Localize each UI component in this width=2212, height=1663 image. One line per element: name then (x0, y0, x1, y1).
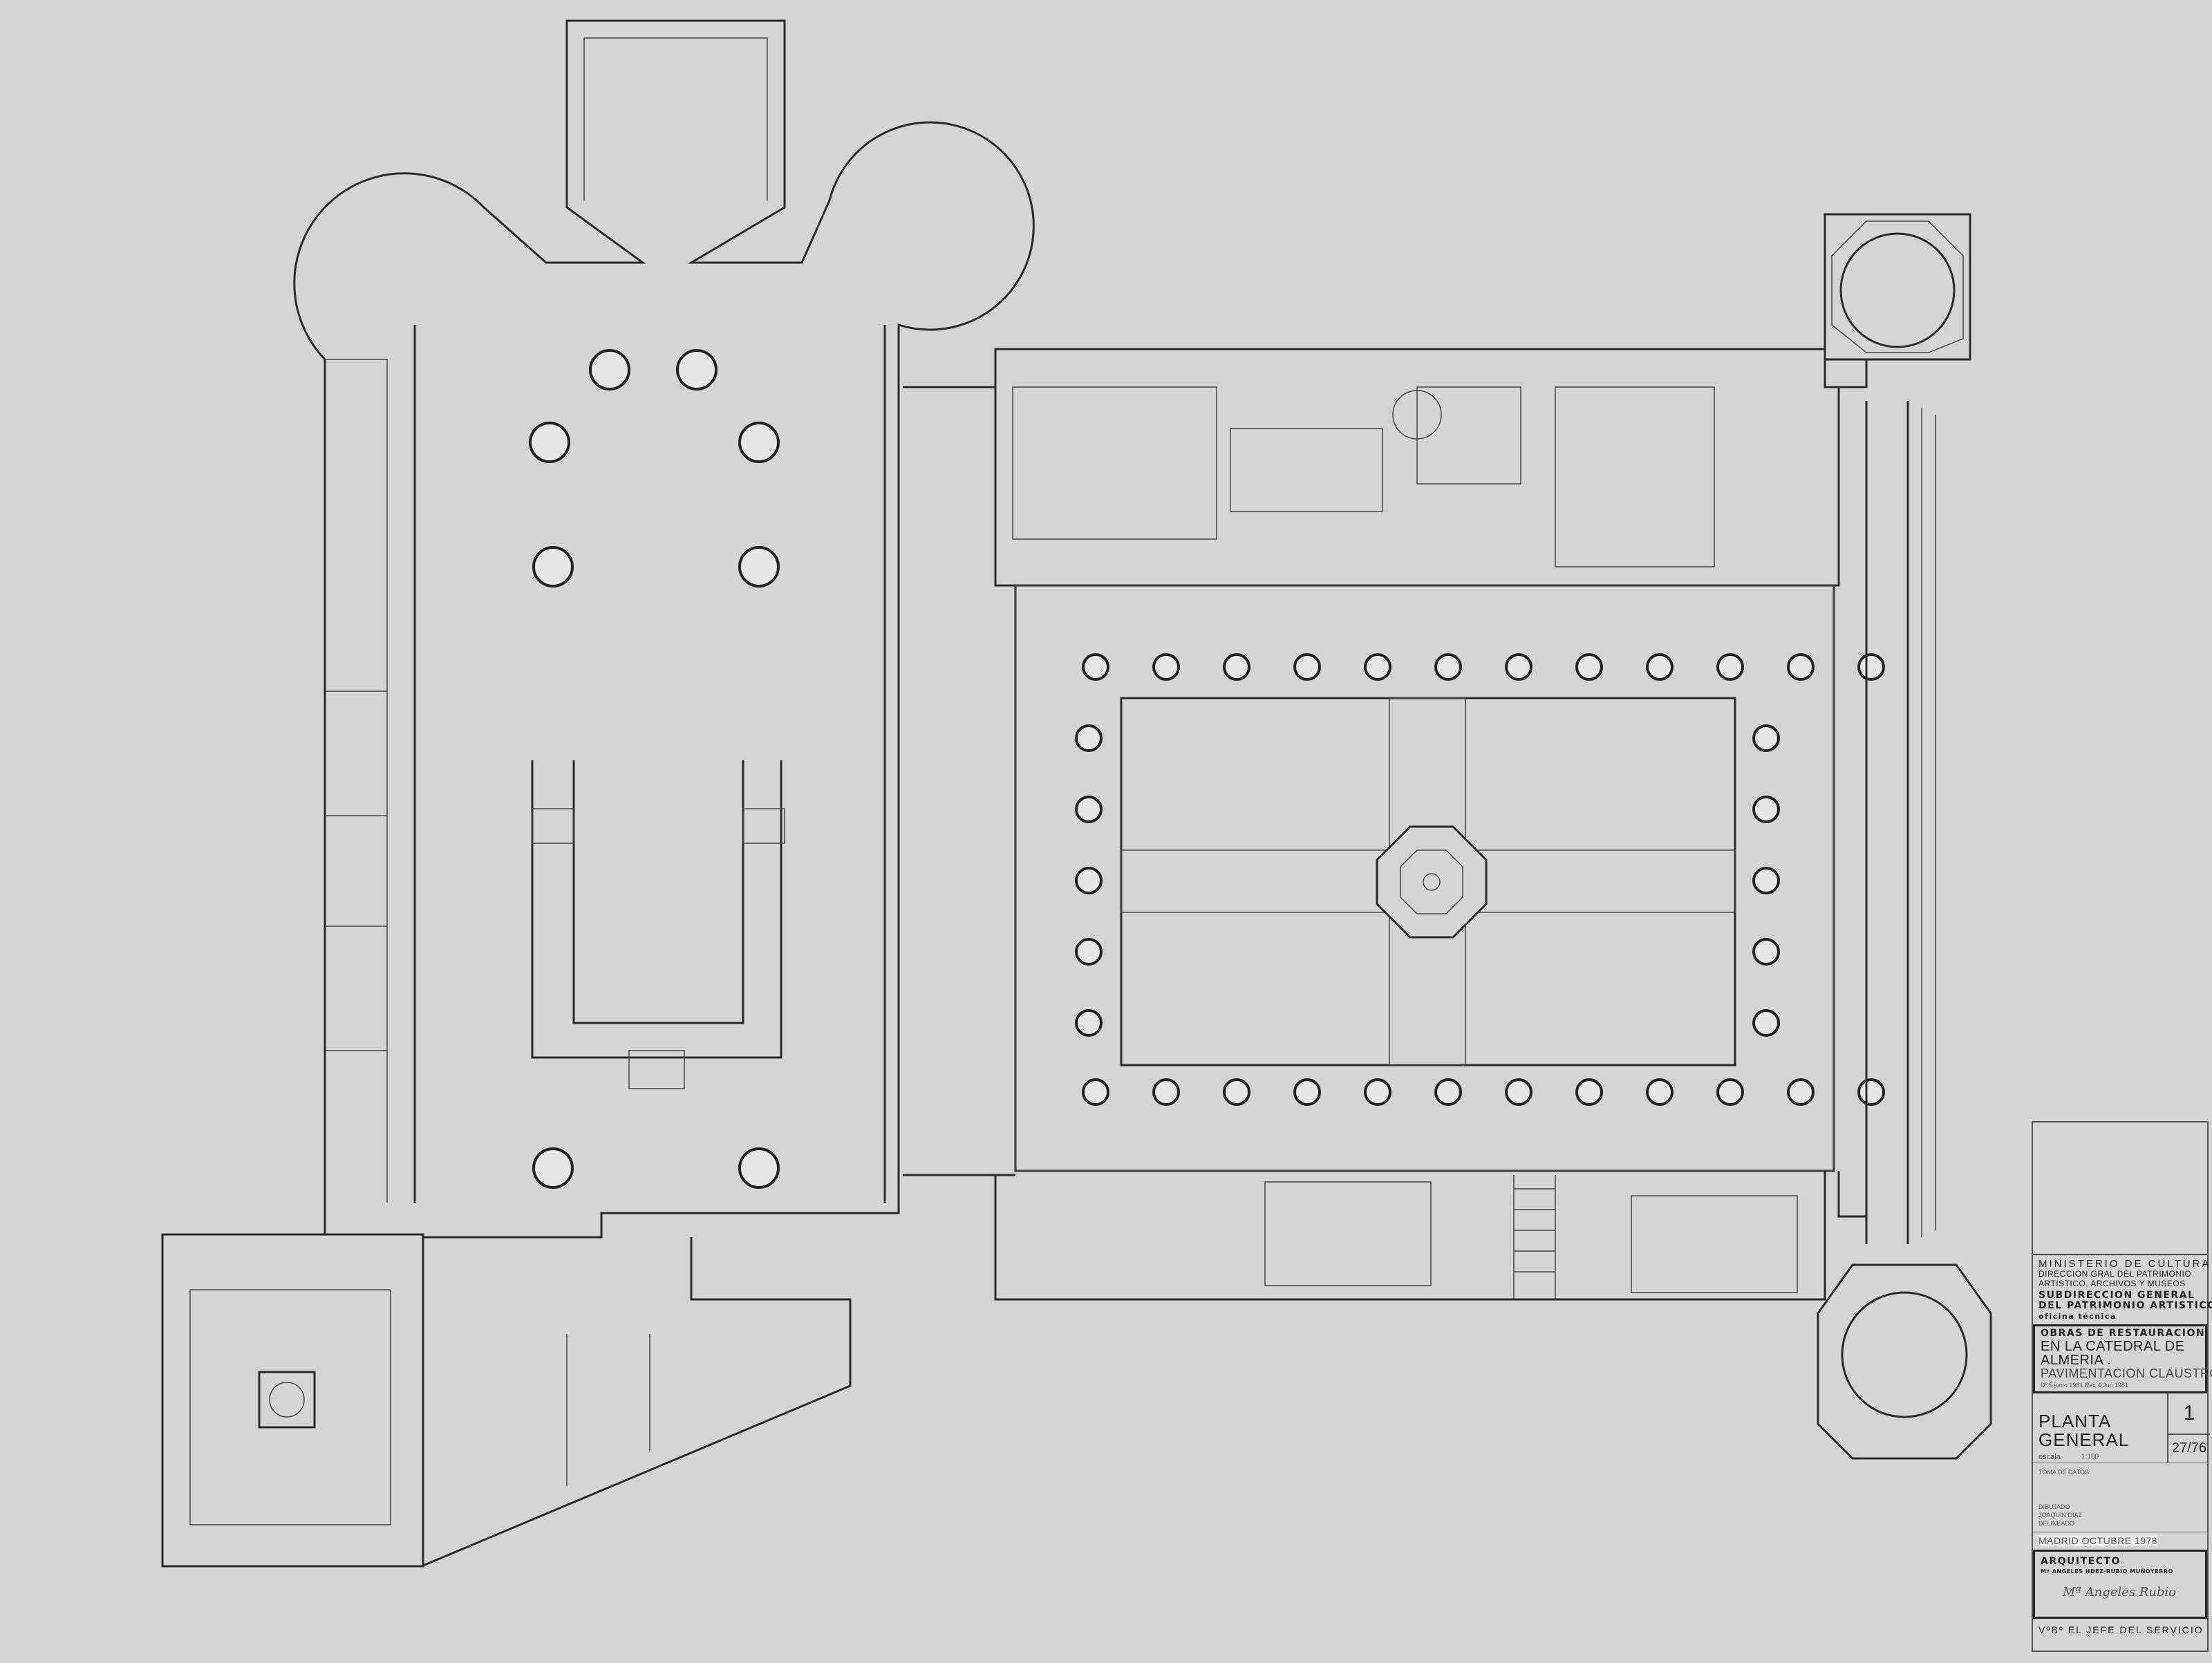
approval-row: VºBº EL JEFE DEL SERVICIO (2033, 1622, 2207, 1642)
cloister-pier (1364, 1078, 1391, 1106)
credits-section: TOMA DE DATOS DIBUJADO JOAQUIN DIAZ DELI… (2033, 1463, 2207, 1532)
north-rooms (903, 348, 1840, 587)
cloister-pier (1857, 1078, 1885, 1106)
project-section: OBRAS DE RESTAURACION EN LA CATEDRAL DE … (2033, 1324, 2212, 1393)
scale-value: 1:100 (2081, 1453, 2099, 1460)
cloister-pier (1075, 938, 1103, 966)
south-east-tower (1817, 1263, 1992, 1460)
sheet-section: PLANTA GENERAL 1 27/76 (2033, 1393, 2210, 1463)
nave-pier (589, 349, 630, 391)
project-line-3: ALMERIA . (2041, 1353, 2112, 1368)
ministry-line-2: DIRECCION GRAL DEL PATRIMONIO (2038, 1269, 2192, 1279)
project-number: 27/76 (2167, 1434, 2210, 1463)
cloister-pier (1716, 1078, 1744, 1106)
cathedral-outline (293, 19, 1035, 1239)
cloister-pier (1075, 796, 1103, 823)
cloister-pier (1152, 1078, 1180, 1106)
cloister-pier (1752, 724, 1780, 752)
cloister-pier (1505, 653, 1533, 681)
scale-row: escala 1:100 (2033, 1453, 2207, 1463)
project-line-2: EN LA CATEDRAL DE (2041, 1339, 2185, 1354)
project-dates: Dº 5 junio 1981 Rec 4 Jun 1981 (2041, 1382, 2128, 1389)
sheet-title-2: GENERAL (2038, 1429, 2130, 1450)
cloister-pier (1075, 867, 1103, 894)
cloister-pier (1752, 796, 1780, 823)
cloister-pier (1857, 653, 1885, 681)
cloister (1014, 584, 1835, 1172)
cloister-pier (1293, 1078, 1321, 1106)
cloister-pier (1082, 653, 1109, 681)
north-east-tower (1824, 213, 1971, 361)
drafted-label: DELINEADO (2038, 1520, 2075, 1527)
nave-pier (738, 422, 780, 463)
date-row: MADRID OCTUBRE 1978 (2033, 1532, 2207, 1550)
octagonal-fountain (1376, 825, 1488, 939)
sheet-title-1: PLANTA (2038, 1411, 2112, 1431)
approval-label: VºBº EL JEFE DEL SERVICIO (2038, 1624, 2204, 1635)
nave-pier (529, 422, 570, 463)
cloister-pier (1787, 1078, 1815, 1106)
cloister-pier (1716, 653, 1744, 681)
cloister-pier (1646, 1078, 1674, 1106)
cloister-pier (1364, 653, 1391, 681)
south-rooms (903, 1171, 1826, 1301)
cloister-pier (1152, 653, 1180, 681)
nave-pier (532, 1147, 574, 1189)
cloister-pier (1434, 1078, 1462, 1106)
cloister-piers (1075, 653, 1885, 1106)
nave-pier (738, 546, 780, 588)
place-date: MADRID OCTUBRE 1978 (2038, 1535, 2158, 1546)
cloister-pier (1752, 867, 1780, 894)
drawn-label: DIBUJADO (2038, 1503, 2070, 1510)
cloister-pier (1752, 938, 1780, 966)
cloister-pier (1075, 1009, 1103, 1037)
cloister-pier (1075, 724, 1103, 752)
architect-name: Mª ANGELES HDEZ·RUBIO MUÑOYERRO (2041, 1568, 2173, 1575)
subdirection-line-1: SUBDIRECCION GENERAL (2038, 1290, 2195, 1301)
architect-signature: Mª Angeles Rubio (2063, 1585, 2177, 1599)
cloister-pier (1434, 653, 1462, 681)
cloister-pier (1223, 1078, 1250, 1106)
cloister-pier (1646, 653, 1674, 681)
cloister-pier (1505, 1078, 1533, 1106)
cloister-pier (1575, 653, 1603, 681)
sheet-number: 1 (2167, 1393, 2210, 1435)
bell-tower (161, 1233, 424, 1568)
nave-pier (676, 349, 718, 391)
drawn-by: JOAQUIN DIAZ (2038, 1512, 2083, 1519)
subdirection-line-2: DEL PATRIMONIO ARTISTICO (2038, 1300, 2212, 1311)
cloister-pier (1752, 1009, 1780, 1037)
architect-label: ARQUITECTO (2041, 1556, 2121, 1567)
ministry-line-3: ARTISTICO, ARCHIVOS Y MUSEOS (2038, 1279, 2186, 1288)
ministry-line-1: MINISTERIO DE CULTURA (2038, 1258, 2211, 1270)
entrance-triangle (422, 1237, 852, 1568)
title-block: MINISTERIO DE CULTURA DIRECCION GRAL DEL… (2032, 1121, 2212, 1652)
scale-label: escala (2038, 1453, 2061, 1461)
choir-enclosure (531, 760, 785, 1089)
project-line-4: PAVIMENTACION CLAUSTRO (2041, 1366, 2212, 1380)
nave-pier (738, 1147, 780, 1189)
office-label: oficina técnica (2038, 1312, 2117, 1321)
cloister-pier (1787, 653, 1815, 681)
cloister-pier (1223, 653, 1250, 681)
cloister-pier (1082, 1078, 1109, 1106)
east-corridor (1834, 359, 1936, 1244)
nave-pier (532, 546, 574, 588)
nave-piers (529, 349, 780, 1189)
cloister-pier (1575, 1078, 1603, 1106)
survey-label: TOMA DE DATOS (2038, 1469, 2090, 1476)
architect-section: ARQUITECTO Mª ANGELES HDEZ·RUBIO MUÑOYER… (2033, 1550, 2207, 1619)
ministry-section: MINISTERIO DE CULTURA DIRECCION GRAL DEL… (2033, 1254, 2212, 1323)
cloister-pier (1293, 653, 1321, 681)
project-line-1: OBRAS DE RESTAURACION (2041, 1328, 2206, 1339)
